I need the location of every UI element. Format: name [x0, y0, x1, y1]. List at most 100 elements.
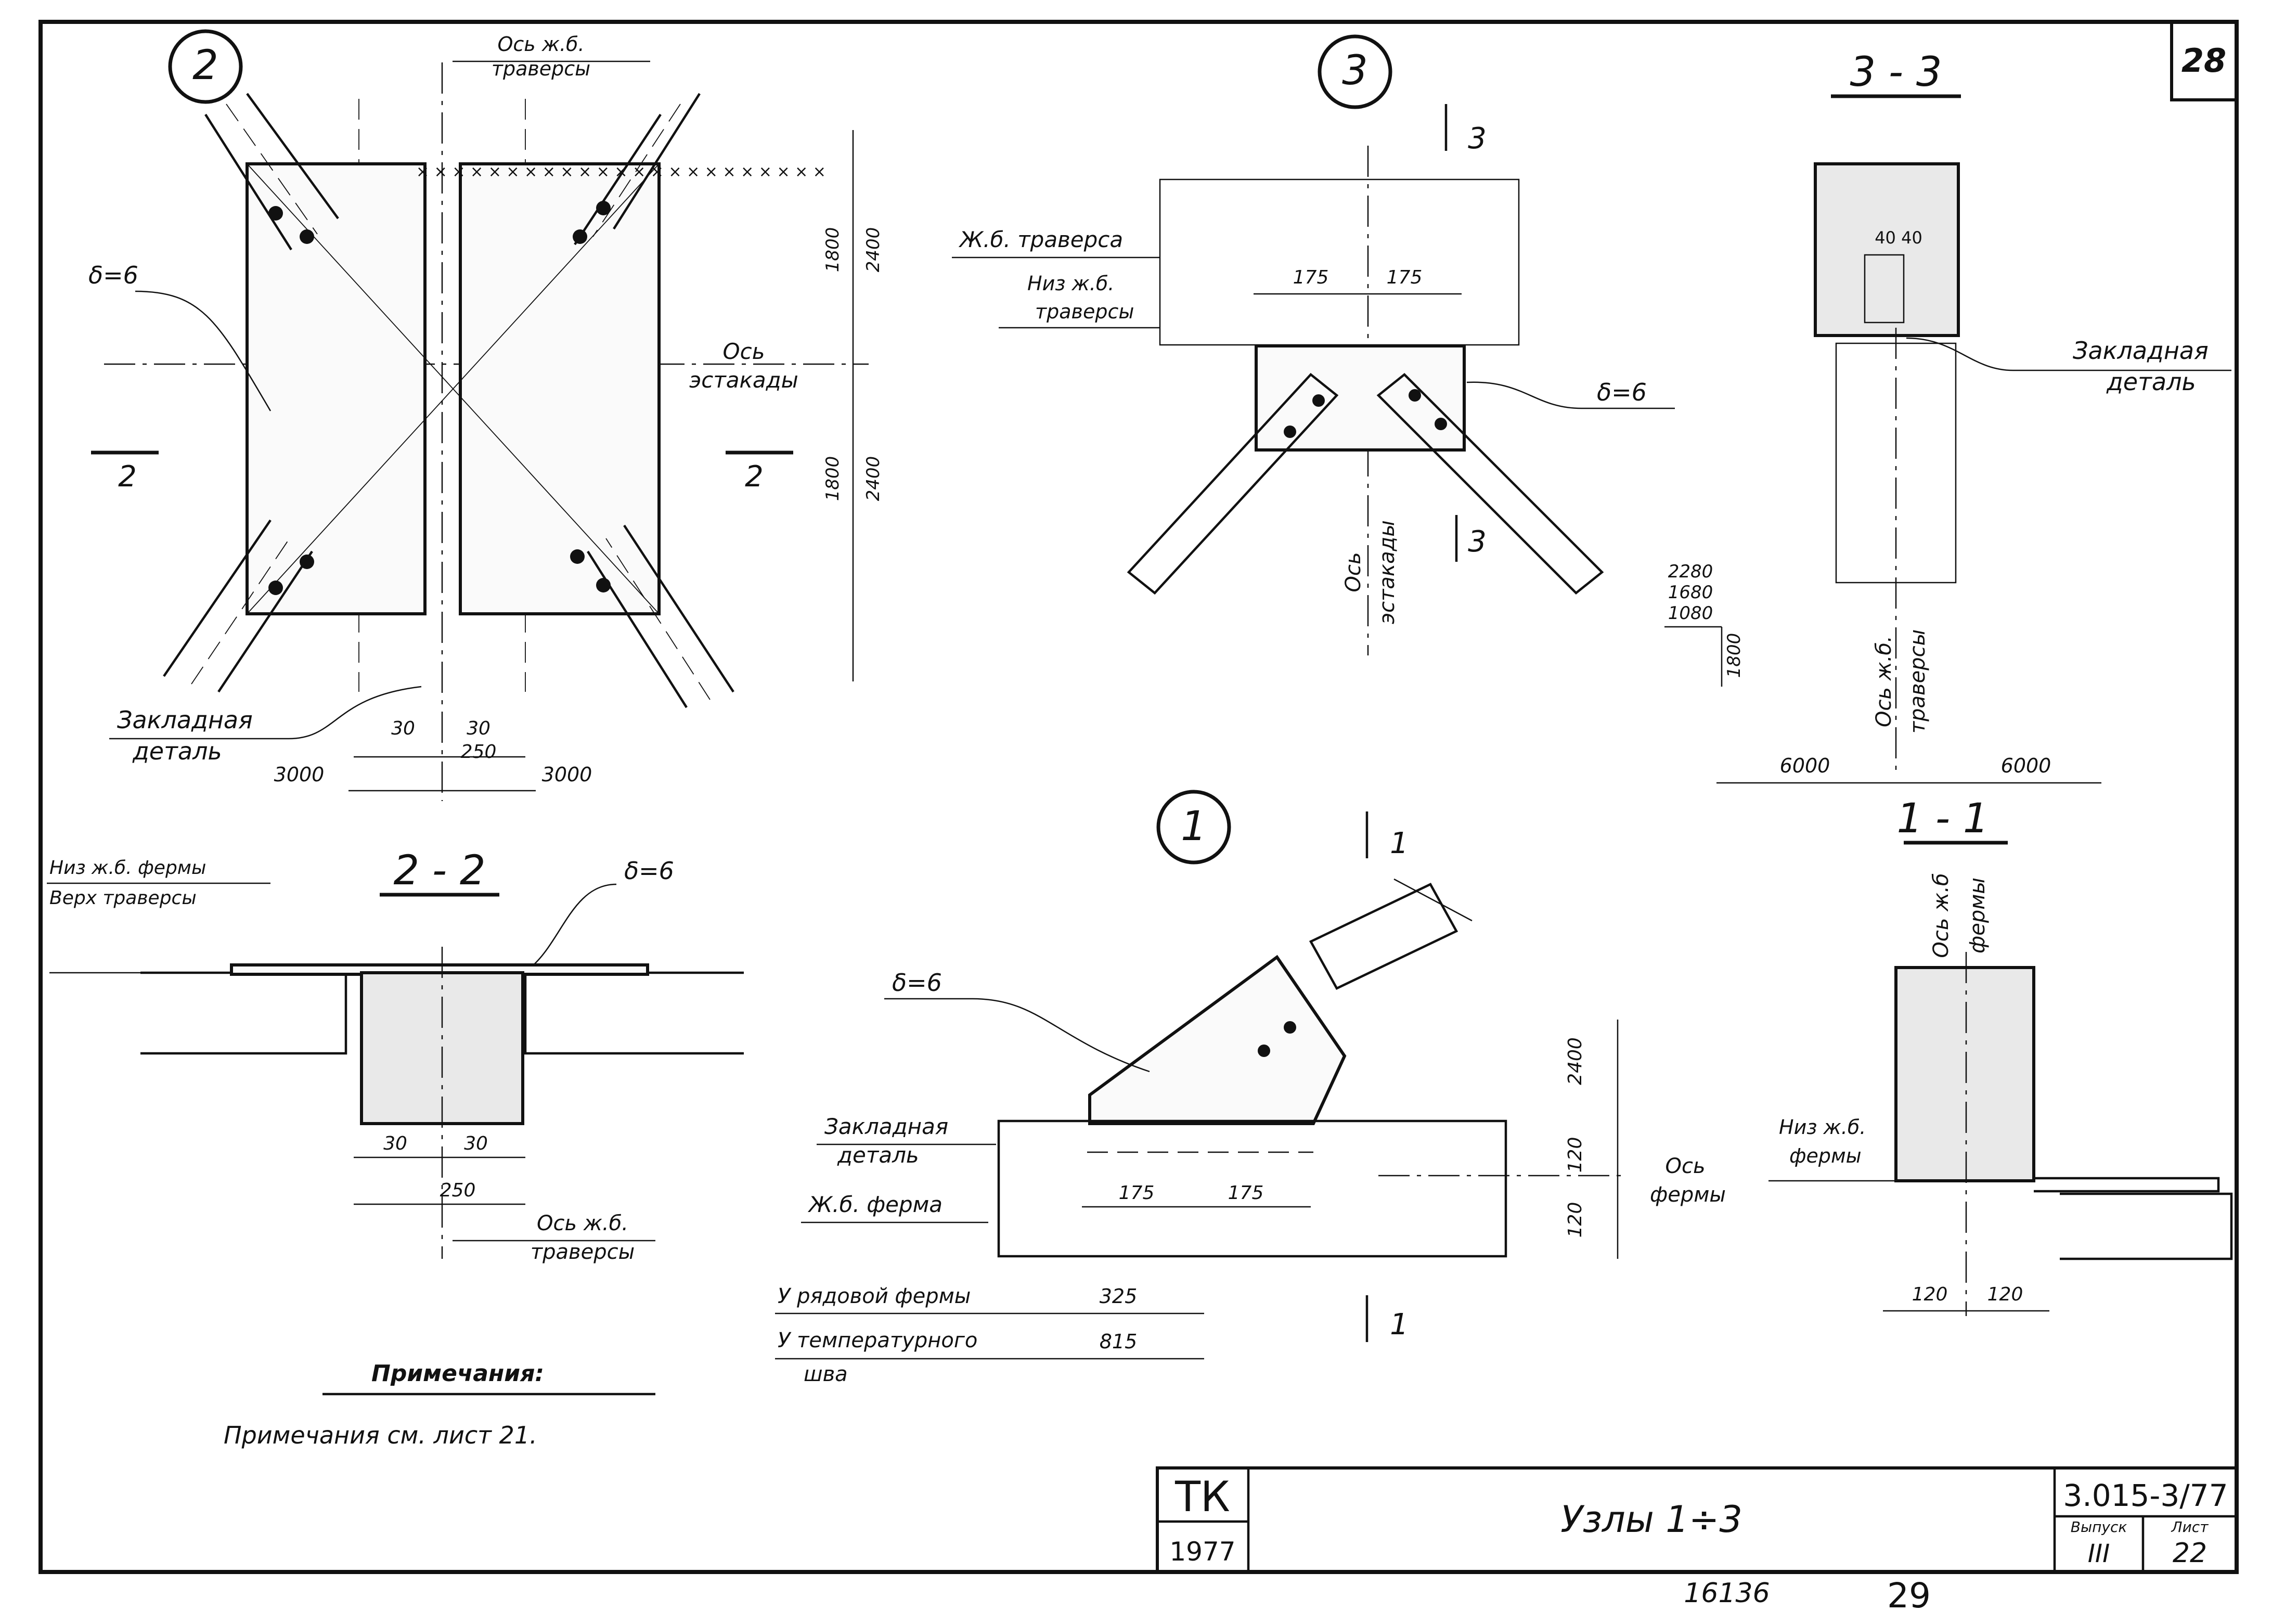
section-3-3-embedded-l2: деталь: [2106, 368, 2196, 396]
temperature-joint-label-l2: шва: [804, 1362, 848, 1386]
brace-top-right: [574, 93, 701, 246]
node-2-plan: 2: [88, 29, 884, 801]
section-1-1-beam: [2060, 1192, 2233, 1260]
issue-caption: Выпуск: [2071, 1518, 2127, 1536]
s22-axis-label-l1: Ось ж.б.: [537, 1211, 628, 1235]
truss-axis-label-l2: фермы: [1650, 1183, 1726, 1207]
node-3-bolt: [1409, 389, 1421, 402]
traverse-axis-label-l2: траверсы: [492, 57, 590, 80]
section-1-1-dim-120-left: 120: [1912, 1284, 1948, 1305]
node-3-slope-2: 1680: [1668, 582, 1713, 603]
s22-dim-250: 250: [440, 1180, 476, 1201]
node-3-bolt: [1312, 394, 1325, 407]
plan-dim-lower-a: 1800: [822, 456, 843, 501]
section-1-1-truss-bottom-l2: фермы: [1789, 1144, 1862, 1167]
drawing-year: 1977: [1169, 1537, 1235, 1567]
embedded-part-label-l2: деталь: [132, 737, 222, 765]
node-1-section-mark-bottom-label: 1: [1390, 1308, 1409, 1342]
brace-bottom-right: [587, 524, 734, 708]
page-number-box: [2170, 20, 2238, 101]
node-1-circle: [1156, 790, 1231, 865]
sheet-caption: Лист: [2171, 1518, 2209, 1536]
section-1-1-axis-label-l1: Ось ж.б: [1929, 873, 1953, 958]
section-1-1-axis-label-l2: фермы: [1966, 878, 1990, 953]
truss-bottom-label: Низ ж.б. фермы: [49, 857, 206, 879]
node-3-brace-right: [1376, 372, 1604, 595]
drawing-title: Узлы 1÷3: [1560, 1498, 1742, 1541]
section-2-2: 2 - 2 Низ ж.б. фермы Верх траверсы δ=6 3…: [47, 847, 744, 1264]
node-3-section-mark-bottom-label: 3: [1468, 525, 1487, 559]
section-1-1-truss-bottom-l1: Низ ж.б.: [1779, 1116, 1866, 1139]
section-mark-right-label: 2: [745, 460, 764, 494]
archive-number: 16136: [1684, 1578, 1770, 1609]
section-2-2-title: 2 - 2: [394, 847, 486, 894]
plan-dim-3000-right: 3000: [542, 763, 592, 786]
node-3-label: 3: [1342, 47, 1368, 94]
node-3-overpass-axis-l1: Ось: [1341, 552, 1365, 592]
section-2-2-left-beam: [140, 971, 347, 1055]
notes: Примечания: Примечания см. лист 21.: [224, 1360, 655, 1449]
rc-truss-label: Ж.б. ферма: [807, 1192, 943, 1217]
node-1-embedded-l2: деталь: [837, 1142, 919, 1168]
plan-dim-30-left: 30: [391, 718, 415, 739]
plan-dim-250: 250: [461, 741, 497, 763]
section-1-1-plate: [2034, 1177, 2220, 1193]
node-3-slope-1: 2280: [1668, 561, 1713, 582]
node-3: 3 3 Ж.б. траверса Низ ж.б. траверсы 175 …: [952, 34, 1745, 687]
section-3-3-concrete: [1814, 162, 1960, 337]
node-1-label: 1: [1181, 803, 1207, 850]
traverse-top-label: Верх траверсы: [49, 887, 197, 909]
node-1: 1 1 δ=6 Закладная деталь Ж.б. ферма 175 …: [775, 790, 1726, 1386]
node-3-brace-left: [1127, 372, 1339, 595]
node-3-circle: [1318, 34, 1392, 109]
rc-truss: [997, 1119, 1507, 1258]
issue-value: III: [2088, 1539, 2110, 1568]
section-3-3-axis-label-l2: траверсы: [1906, 629, 1930, 733]
notes-text: Примечания см. лист 21.: [224, 1421, 537, 1449]
overpass-axis-label-l2: эстакады: [689, 367, 798, 393]
page-number: 28: [2181, 42, 2226, 80]
section-mark-left-label: 2: [118, 460, 137, 494]
section-3-3: 3 - 3 40 40 Закладная деталь Ось ж.б. тр…: [1716, 49, 2231, 784]
section-3-3-embedded-leader: [1906, 337, 2013, 371]
plan-dim-upper-a: 1800: [822, 227, 843, 273]
node-1-dim-2400: 2400: [1565, 1037, 1586, 1085]
organization-code: ТК: [1174, 1473, 1230, 1521]
traverse-bottom-label-l1: Низ ж.б.: [1027, 272, 1114, 295]
node-1-bolt: [1258, 1045, 1270, 1057]
section-3-3-embedded-l1: Закладная: [2073, 337, 2209, 365]
node-3-slope-3: 1080: [1668, 603, 1713, 624]
series-code: 3.015-3/77: [2063, 1478, 2228, 1513]
plan-dim-lower-b: 2400: [863, 456, 884, 501]
section-1-1-dim-120-right: 120: [1987, 1284, 2023, 1305]
node-1-dim-175-right: 175: [1228, 1182, 1264, 1204]
node-1-dim-175-left: 175: [1119, 1182, 1155, 1204]
plan-dim-3000-left: 3000: [274, 763, 325, 786]
node-3-thickness-leader: [1466, 381, 1582, 409]
footer-page-number: 29: [1887, 1576, 1931, 1616]
node-2-plate-thickness: δ=6: [88, 261, 138, 289]
overpass-axis-label-l1: Ось: [723, 339, 765, 364]
title-block-frame: [1156, 1466, 2238, 1574]
section-3-3-dim-6000-right: 6000: [2001, 754, 2051, 777]
node-1-plate-thickness: δ=6: [892, 969, 942, 997]
node-1-brace: [1309, 883, 1458, 990]
traverse-axis-label-l1: Ось ж.б.: [497, 33, 584, 56]
s22-dim-30-left: 30: [383, 1133, 407, 1154]
section-1-1-title: 1 - 1: [1897, 795, 1989, 842]
plan-dim-upper-b: 2400: [863, 227, 884, 273]
node-3-section-mark-top-label: 3: [1468, 122, 1487, 156]
sheet-value: 22: [2173, 1538, 2207, 1569]
rc-traverse-label: Ж.б. траверса: [958, 227, 1123, 252]
node-3-bolt: [1284, 426, 1296, 438]
truss-axis-label-l1: Ось: [1665, 1154, 1705, 1178]
plan-dim-30-right: 30: [467, 718, 490, 739]
node-2-label: 2: [192, 42, 218, 89]
rc-traverse: [1159, 178, 1520, 346]
section-2-2-thickness-leader: [530, 883, 617, 968]
section-1-1-concrete: [1894, 966, 2035, 1182]
node-1-dim-120-bottom: 120: [1565, 1202, 1586, 1238]
plan-bolts: [268, 201, 611, 595]
title-block: ТК 1977 Узлы 1÷3 3.015-3/77 Выпуск III Л…: [1156, 1466, 2238, 1574]
